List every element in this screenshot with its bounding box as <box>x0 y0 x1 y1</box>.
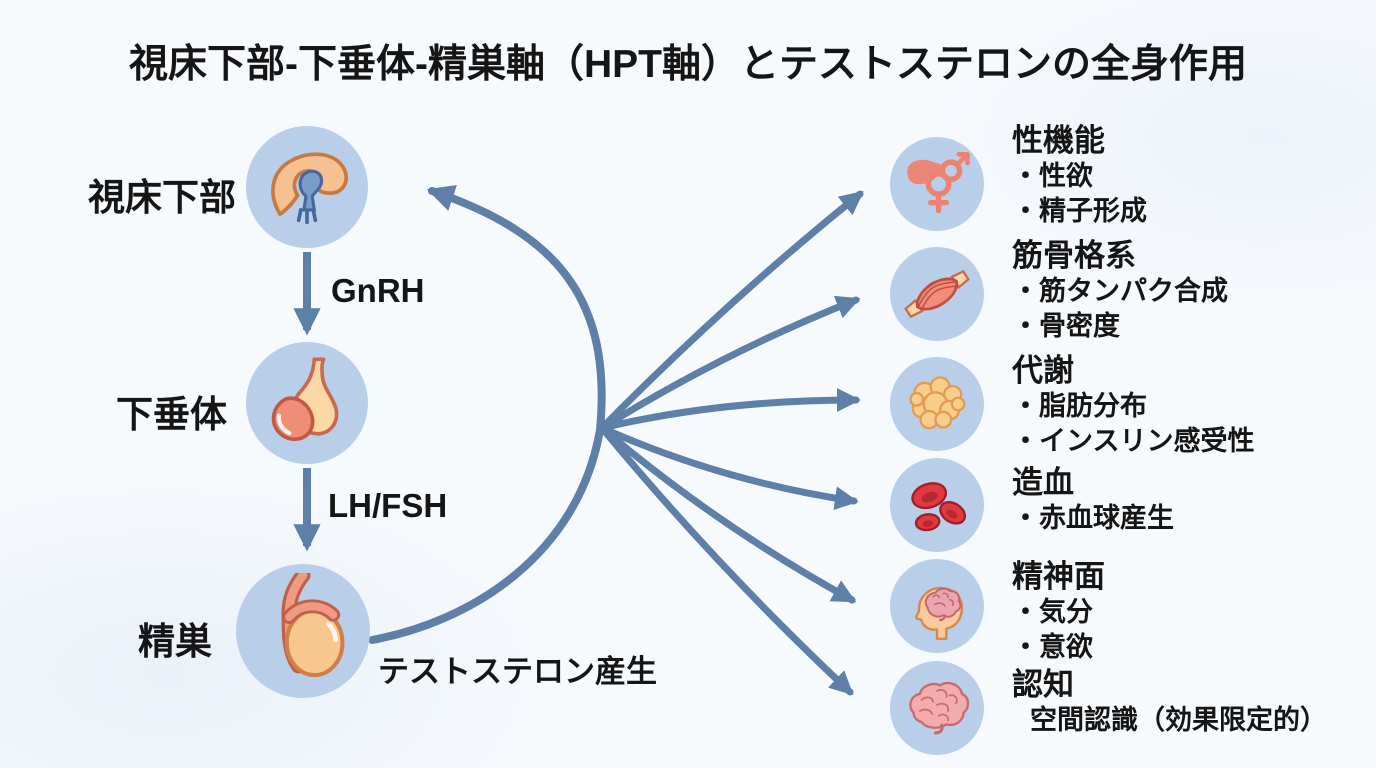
gender-symbols-icon <box>907 152 970 214</box>
testis-icon <box>281 573 345 678</box>
target-title: 代謝 <box>1012 353 1074 388</box>
hematopoiesis-node <box>890 458 984 552</box>
pituitary-icon <box>271 357 339 442</box>
target-title: 造血 <box>1012 465 1074 500</box>
arrow-to-mental <box>598 424 857 604</box>
target-sexual-function: 性機能 ・性欲 ・精子形成 <box>1012 122 1147 229</box>
target-title: 精神面 <box>1012 559 1105 594</box>
pituitary-node <box>246 342 368 464</box>
head-brain-icon <box>915 586 964 640</box>
target-bullet: ・気分 <box>1012 597 1093 627</box>
diagram-title: 視床下部-下垂体-精巣軸（HPT軸）とテストステロンの全身作用 <box>129 43 1247 86</box>
target-hematopoiesis: 造血 ・赤血球産生 <box>1012 464 1174 536</box>
target-bullet: ・筋タンパク合成 <box>1012 276 1228 306</box>
target-bullet: ・意欲 <box>1012 632 1093 662</box>
testis-label: 精巣 <box>138 621 212 662</box>
target-bullet: 空間認識（効果限定的） <box>1030 705 1327 735</box>
muscle-icon <box>904 269 970 319</box>
metabolism-node <box>890 357 984 451</box>
target-metabolism: 代謝 ・脂肪分布 ・インスリン感受性 <box>1012 352 1254 459</box>
arrow-to-hematopoiesis <box>598 424 859 511</box>
pituitary-label: 下垂体 <box>116 394 227 435</box>
musculoskeletal-node <box>890 247 984 341</box>
target-cognition: 認知 空間認識（効果限定的） <box>1012 666 1327 738</box>
feedback-arrow <box>368 185 606 644</box>
testis-node <box>236 564 370 698</box>
target-bullet: ・インスリン感受性 <box>1012 426 1255 456</box>
target-bullet: ・性欲 <box>1012 161 1093 191</box>
brain-icon <box>909 681 970 735</box>
target-title: 性機能 <box>1012 123 1105 158</box>
target-mental: 精神面 ・気分 ・意欲 <box>1012 558 1105 665</box>
target-bullet: ・精子形成 <box>1012 196 1147 226</box>
hypothalamus-icon <box>271 152 348 225</box>
target-musculoskeletal: 筋骨格系 ・筋タンパク合成 ・骨密度 <box>1012 237 1228 344</box>
sexual-function-node <box>890 137 984 231</box>
testosterone-production-label: テストステロン産生 <box>378 654 657 689</box>
lhfsh-label: LH/FSH <box>328 487 448 524</box>
hypothalamus-node <box>246 126 368 248</box>
arrow-to-sexual-function <box>598 190 864 432</box>
target-title: 筋骨格系 <box>1012 238 1136 273</box>
fat-cells-icon <box>909 376 966 430</box>
arrow-to-metabolism <box>598 388 861 432</box>
target-bullet: ・赤血球産生 <box>1012 503 1174 533</box>
mental-node <box>890 559 984 653</box>
gnrh-label: GnRH <box>331 272 425 309</box>
red-blood-cells-icon <box>911 482 967 532</box>
target-bullet: ・骨密度 <box>1012 311 1120 341</box>
cognition-node <box>890 661 984 755</box>
hypothalamus-label: 視床下部 <box>88 177 236 218</box>
target-bullet: ・脂肪分布 <box>1012 391 1147 421</box>
target-title: 認知 <box>1012 667 1074 702</box>
arrow-to-musculoskeletal <box>598 295 861 432</box>
